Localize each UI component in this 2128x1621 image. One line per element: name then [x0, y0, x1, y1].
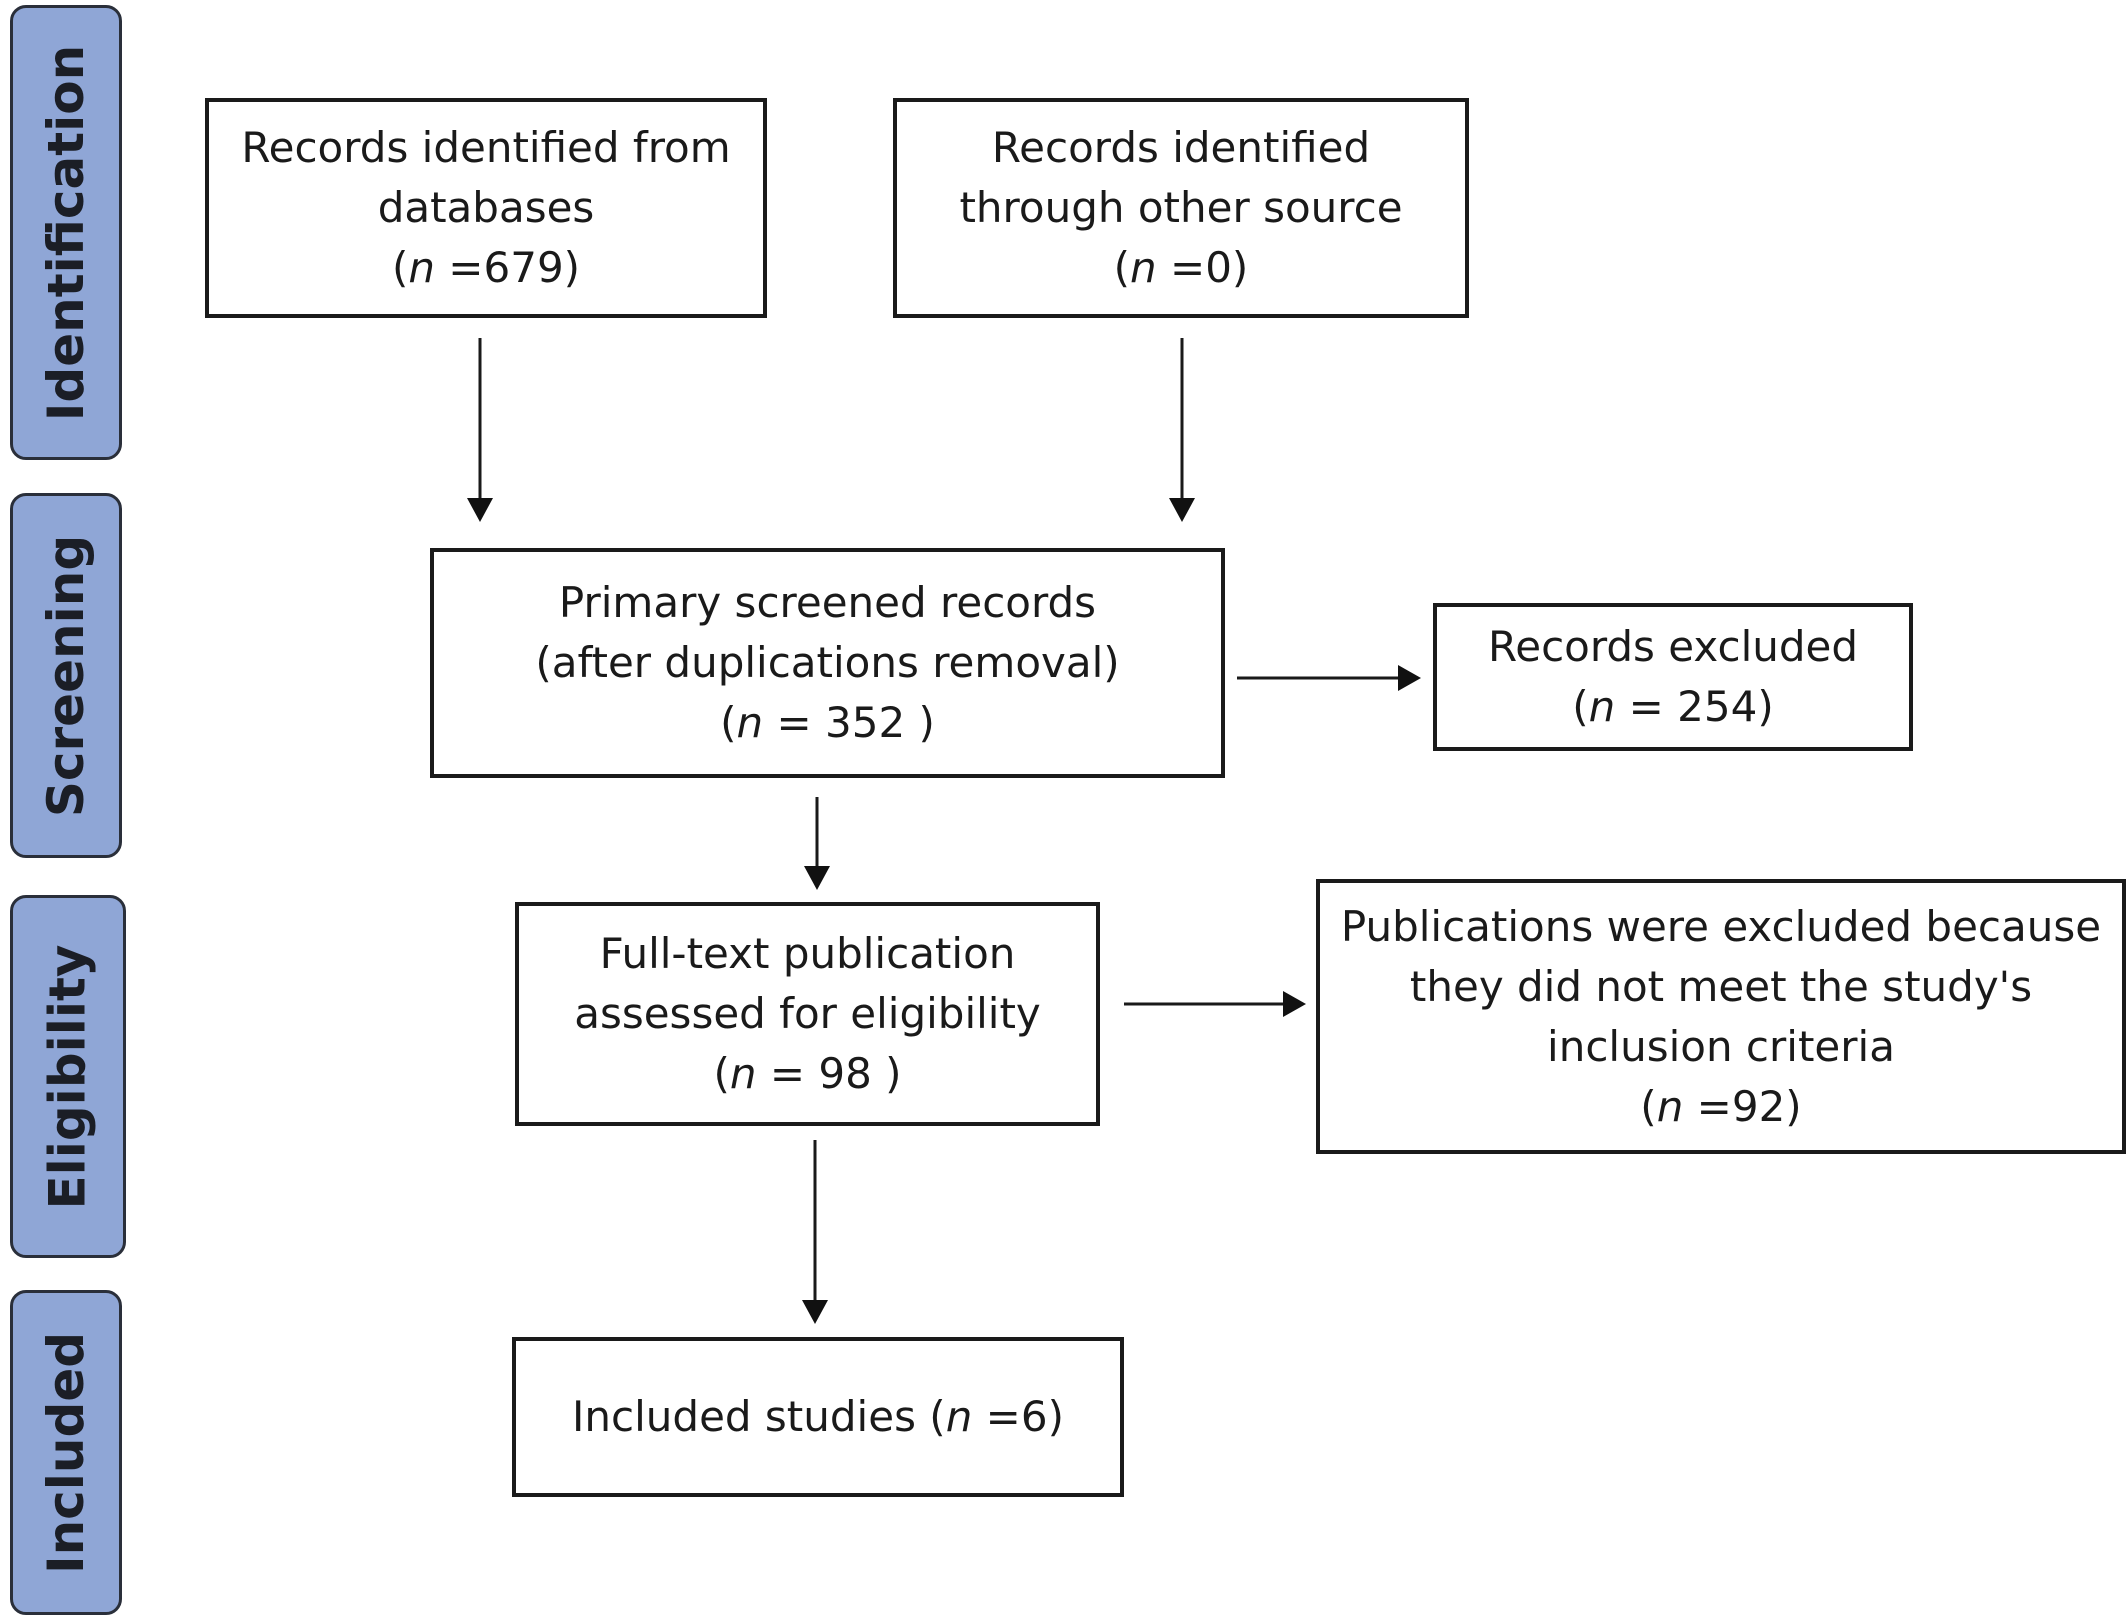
- n-symbol: n: [729, 1049, 757, 1098]
- count-value: = 254): [1615, 682, 1774, 731]
- box-full-text: Full-text publication assessed for eligi…: [515, 902, 1100, 1126]
- n-symbol: n: [736, 698, 764, 747]
- stage-identification: Identification: [10, 5, 122, 460]
- box-count: (n = 98 ): [713, 1049, 902, 1098]
- n-symbol: n: [945, 1392, 973, 1441]
- box-text-line: Publications were excluded because: [1340, 901, 2102, 951]
- box-text-line: (after duplications removal): [535, 638, 1120, 687]
- arrowhead-icon: [1398, 665, 1421, 691]
- box-text-line: databases: [377, 183, 595, 232]
- box-text-line: Full-text publication: [599, 929, 1016, 978]
- box-text-line: Records identified from: [241, 123, 731, 172]
- box-text-line: inclusion criteria: [1547, 1021, 1895, 1071]
- box-text-line: assessed for eligibility: [574, 989, 1041, 1038]
- box-text-line: through other source: [959, 183, 1403, 232]
- box-publications-excluded: Publications were excluded because they …: [1316, 879, 2126, 1154]
- n-symbol: n: [1588, 682, 1616, 731]
- box-included-studies: Included studies (n =6): [512, 1337, 1124, 1497]
- box-count: (n =679): [391, 243, 581, 292]
- arrowhead-icon: [804, 866, 830, 890]
- n-symbol: n: [1656, 1081, 1684, 1131]
- box-count: (n = 352 ): [720, 698, 935, 747]
- arrowhead-icon: [1169, 498, 1195, 522]
- box-records-databases: Records identified from databases (n =67…: [205, 98, 767, 318]
- box-records-other-source: Records identified through other source …: [893, 98, 1469, 318]
- n-symbol: n: [1130, 243, 1157, 292]
- box-primary-screened: Primary screened records (after duplicat…: [430, 548, 1225, 778]
- arrowhead-icon: [802, 1300, 828, 1324]
- box-records-excluded: Records excluded (n = 254): [1433, 603, 1913, 751]
- count-value: = 98 ): [756, 1049, 902, 1098]
- stage-included: Included: [10, 1290, 122, 1615]
- count-value: =92): [1683, 1081, 1802, 1131]
- box-count: Included studies (n =6): [572, 1387, 1064, 1447]
- box-count: (n =92): [1640, 1081, 1802, 1131]
- arrowhead-icon: [467, 498, 493, 522]
- box-count: (n =0): [1113, 243, 1249, 292]
- box-text-line: Records identified: [991, 123, 1371, 172]
- box-count: (n = 254): [1572, 682, 1774, 731]
- included-prefix: Included studies (: [572, 1392, 946, 1441]
- count-value: =679): [434, 243, 581, 292]
- box-text-line: Primary screened records: [558, 578, 1097, 627]
- arrowhead-icon: [1283, 991, 1306, 1017]
- stage-screening: Screening: [10, 493, 122, 858]
- count-value: =0): [1156, 243, 1249, 292]
- count-value: = 352 ): [763, 698, 935, 747]
- box-text-line: they did not meet the study's: [1409, 961, 2033, 1011]
- n-symbol: n: [408, 243, 435, 292]
- count-value: =6): [972, 1392, 1064, 1441]
- box-text-line: Records excluded: [1487, 622, 1859, 671]
- stage-eligibility: Eligibility: [10, 895, 126, 1258]
